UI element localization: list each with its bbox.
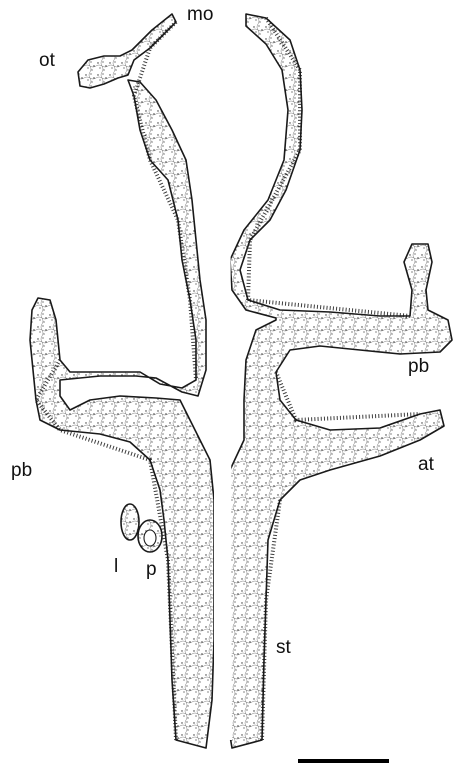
right-pharyngeal-wall — [220, 14, 452, 748]
scale-bar — [298, 759, 389, 763]
label-ot: ot — [39, 51, 55, 70]
label-pb-left: pb — [11, 461, 32, 480]
label-p: p — [146, 560, 157, 579]
label-mo: mo — [187, 5, 213, 24]
structure-p-core — [144, 530, 156, 546]
label-st: st — [276, 638, 291, 657]
label-l: l — [114, 557, 118, 576]
label-at: at — [418, 455, 434, 474]
pharyngeal-lumen — [214, 40, 232, 740]
structure-l — [121, 504, 139, 540]
left-pharyngeal-wall — [30, 14, 214, 748]
label-pb-right: pb — [408, 357, 429, 376]
